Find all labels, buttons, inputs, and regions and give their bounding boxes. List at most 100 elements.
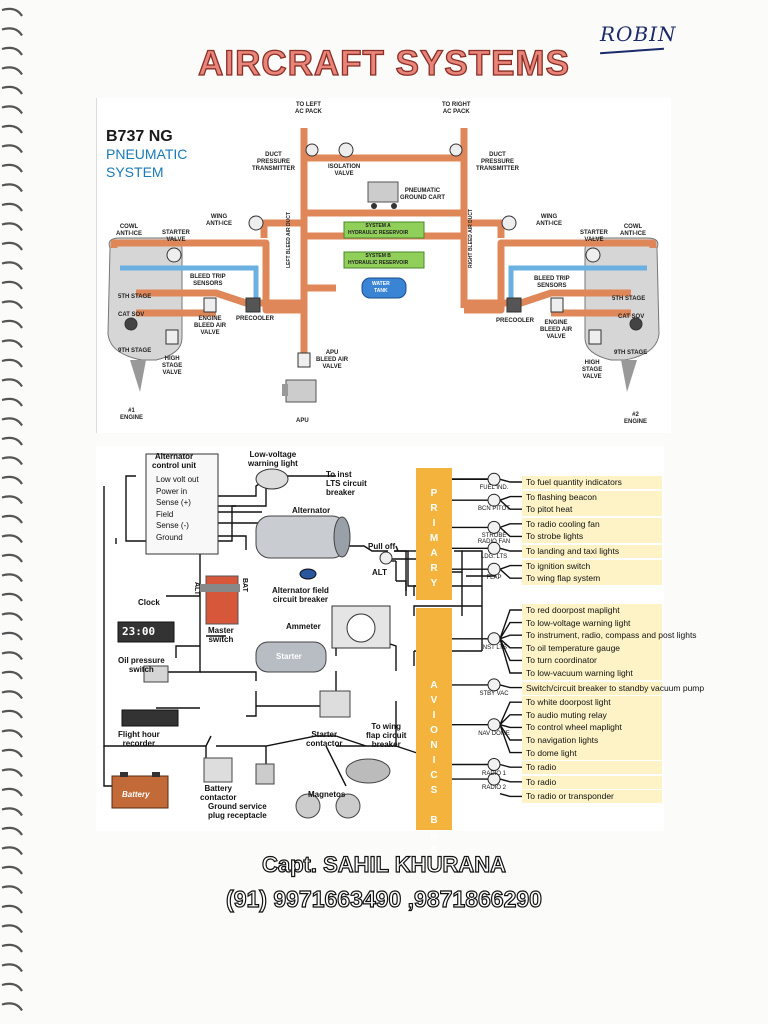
bus-letter: I [432,710,436,721]
load-strip [522,654,662,668]
load-item: To navigation lights [526,735,599,745]
spiral-coil [1,963,23,973]
ground-plug-body [255,763,275,785]
spiral-coil [1,924,23,934]
bus-breaker-icons [487,472,501,786]
label-ground-cart: PNEUMATIC GROUND CART [400,188,445,201]
load-strip [522,530,662,544]
load-strip [522,517,662,531]
label-right-bleed-duct: RIGHT BLEED AIR DUCT [468,209,474,268]
circuit-breaker-icon [487,541,501,555]
label-master-alt: ALT [193,582,200,596]
alternator-unit [255,515,351,559]
load-strip [522,761,662,775]
label-left-bleed-duct: LEFT BLEED AIR DUCT [286,212,292,268]
magneto-right [335,793,361,819]
label-battery: Battery [122,790,150,799]
valve-icons [124,142,643,368]
circuit-breaker-label: BCN PITOT [478,506,510,513]
acu-terminal: Low volt out [156,475,199,484]
circuit-breaker-label: STROBE RADIO FAN [477,533,511,546]
acu-terminal: Sense (+) [156,498,191,507]
flight-hour-recorder-body [121,709,179,727]
load-item: To ignition switch [526,560,591,571]
bus-letter: I [432,518,436,529]
spiral-coil [1,904,23,914]
load-wire [499,499,522,510]
label-master-bat: BAT [241,578,248,592]
load-strip [522,681,662,695]
label-high-stage-left: HIGH STAGE VALVE [162,356,183,376]
circuit-breaker-icon [487,520,501,534]
acu-terminal: Ground [156,532,183,542]
load-strip [522,721,662,735]
spiral-coil [1,553,23,563]
spiral-coil [1,729,23,739]
spiral-coil [1,436,23,446]
spiral-coil [1,475,23,485]
bus-letter: R [430,503,438,514]
bus-letter [416,591,452,606]
label-wing-anti-ice-left: WING ANTI-ICE [206,214,232,227]
spiral-coil [1,826,23,836]
load-strip [522,629,662,643]
circuit-breaker-icon [487,562,501,576]
load-wire [499,638,522,662]
label-engine-1: #1 ENGINE [120,408,144,421]
bus-letter [416,798,452,813]
spiral-coil [1,787,23,797]
handwritten-note: ROBIN [600,22,677,46]
label-system-a: SYSTEM A HYDRAULIC RESERVOIR [348,223,409,236]
label-cat-sov-right: CAT SOV [618,314,645,320]
load-item: To strobe lights [526,531,584,542]
label-to-inst-lts: To inst LTS circuit breaker [326,470,367,497]
acu-terminal: Power in [156,486,188,496]
label-engine-bleed-left: ENGINE BLEED AIR VALVE [194,316,227,336]
circuit-breaker-icon [487,758,501,771]
label-precooler-left: PRECOOLER [236,316,275,322]
acu-terminal: Field [156,509,174,519]
apu-unit [282,379,317,403]
bus-letter: R [430,563,438,574]
label-flight-hour-recorder: Flight hour recorder [118,730,160,748]
load-strip [522,476,662,489]
load-strip [522,775,662,789]
label-precooler-right: PRECOOLER [496,318,535,324]
circuit-breaker-label: INST LTS [481,644,507,651]
battery-contactor-body [203,757,233,783]
spiral-coil [1,222,23,232]
label-water-tank: WATER TANK [372,281,390,294]
label-bleed-trip-right: BLEED TRIP SENSORS [534,276,570,289]
label-ammeter: Ammeter [286,622,321,631]
label-clock: Clock [138,598,160,607]
pneumatic-system-diagram: B737 NG PNEUMATIC SYSTEM [96,98,671,433]
label-5th-stage-right: 5TH STAGE [612,296,646,302]
spiral-coil [1,280,23,290]
spiral-coil [1,670,23,680]
alternator-control-unit [145,453,219,555]
load-item: To dome light [526,747,577,758]
load-strip [522,559,662,573]
spiral-coil [1,612,23,622]
bus-letter: P [430,488,438,499]
circuit-breaker-icon [487,718,501,732]
label-low-voltage-light: Low-voltage warning light [248,450,298,468]
load-strip [522,572,662,586]
starter-contactor-body [319,690,351,718]
spiral-coil [1,573,23,583]
spiral-coil [1,183,23,193]
label-pull-off: Pull off [368,542,396,551]
label-oil-pressure: Oil pressure switch [118,656,165,674]
spiral-coil [1,943,23,953]
spiral-coil [1,300,23,310]
spiral-coil [1,241,23,251]
label-engine-bleed-right: ENGINE BLEED AIR VALVE [540,320,573,340]
load-item: To low-voltage warning light [526,617,631,628]
load-wire [499,724,522,741]
spiral-coil [1,319,23,329]
bus-letter: O [430,725,438,736]
spiral-coil [1,768,23,778]
cool-air-ducts [120,265,647,298]
